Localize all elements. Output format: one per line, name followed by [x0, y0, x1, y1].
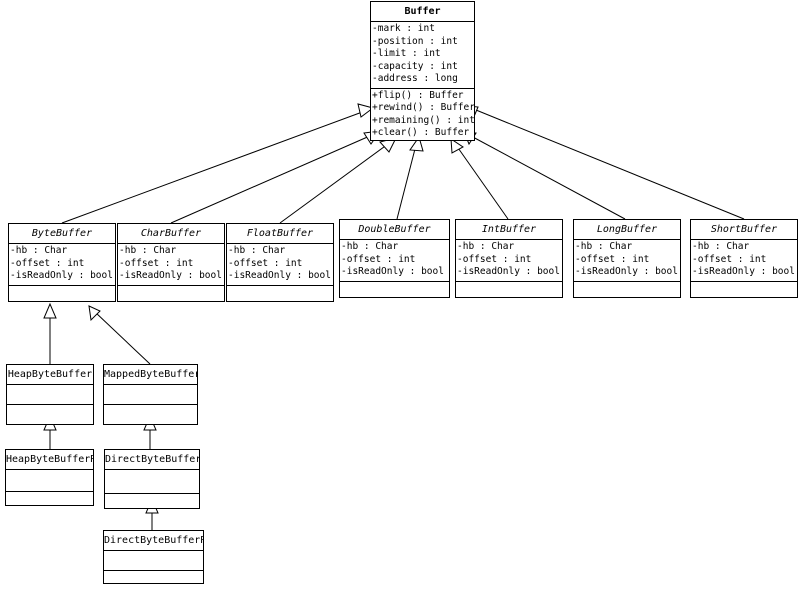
attribute: -capacity : int [372, 60, 458, 72]
class-mappedbytebuffer: MappedByteBuffer [103, 364, 198, 425]
class-intbuffer: IntBuffer -hb : Char -offset : int -isRe… [455, 219, 563, 298]
operation-compartment [118, 286, 224, 288]
attribute: -address : long [372, 73, 458, 84]
operation: +clear() : Buffer [372, 127, 470, 138]
edge-bytebuffer-buffer [61, 110, 366, 224]
attribute: -offset : int [341, 253, 416, 265]
attribute-compartment [104, 385, 197, 405]
attribute: -isReadOnly : bool [341, 266, 444, 277]
edge-longbuffer-buffer [470, 135, 626, 220]
class-bytebuffer: ByteBuffer -hb : Char -offset : int -isR… [8, 223, 116, 302]
operation: +rewind() : Buffer [372, 102, 474, 113]
operation: +flip() : Buffer [372, 89, 464, 101]
class-name: MappedByteBuffer [104, 365, 197, 385]
operation-compartment [574, 282, 680, 284]
attribute: -offset : int [119, 257, 194, 269]
attribute: -mark : int [372, 23, 435, 34]
edge-shortbuffer-buffer [475, 109, 745, 220]
class-name: LongBuffer [574, 220, 680, 240]
operation: +remaining() : int [372, 114, 474, 126]
class-shortbuffer: ShortBuffer -hb : Char -offset : int -is… [690, 219, 798, 298]
class-charbuffer: CharBuffer -hb : Char -offset : int -isR… [117, 223, 225, 302]
edge-doublebuffer-buffer [396, 144, 417, 220]
attribute: -position : int [372, 35, 458, 47]
class-directbytebuffer: DirectByteBuffer [104, 449, 200, 509]
operation-compartment [456, 282, 562, 284]
attribute: -hb : Char [228, 245, 286, 256]
operation-compartment [104, 571, 203, 589]
attribute-compartment [7, 385, 93, 405]
class-heapbytebufferr: HeapByteBufferR [5, 449, 94, 506]
attribute-compartment: -hb : Char -offset : int -isReadOnly : b… [691, 240, 797, 282]
class-name: ByteBuffer [9, 224, 115, 244]
attribute-compartment: -hb : Char -offset : int -isReadOnly : b… [574, 240, 680, 282]
attribute-compartment: -hb : Char -offset : int -isReadOnly : b… [118, 244, 224, 286]
edge-charbuffer-buffer [170, 134, 373, 224]
class-floatbuffer: FloatBuffer -hb : Char -offset : int -is… [226, 223, 334, 302]
attribute: -offset : int [575, 253, 650, 265]
operation-compartment: +flip() : Buffer +rewind() : Buffer +rem… [371, 89, 474, 141]
attribute: -isReadOnly : bool [692, 266, 795, 277]
attribute: -hb : Char [10, 245, 68, 256]
operation-compartment [340, 282, 449, 284]
attribute-compartment: -mark : int -position : int -limit : int… [371, 22, 474, 89]
class-name: DirectByteBuffer [105, 450, 199, 470]
attribute: -isReadOnly : bool [457, 266, 560, 277]
attribute: -hb : Char [119, 245, 177, 256]
attribute-compartment: -hb : Char -offset : int -isReadOnly : b… [227, 244, 333, 286]
attribute-compartment [105, 470, 199, 494]
class-name: IntBuffer [456, 220, 562, 240]
edge-floatbuffer-buffer [279, 143, 389, 224]
attribute: -offset : int [457, 253, 532, 265]
edge-mapped-bytebuffer [94, 311, 151, 365]
attribute: -hb : Char [575, 241, 633, 252]
attribute: -hb : Char [341, 241, 399, 252]
operation-compartment [7, 405, 93, 423]
class-buffer: Buffer -mark : int -position : int -limi… [370, 1, 475, 141]
operation-compartment [691, 282, 797, 284]
class-name: DoubleBuffer [340, 220, 449, 240]
arrowhead-bytebuffer [357, 103, 375, 118]
arrowhead-heap [43, 302, 57, 319]
operation-compartment [104, 405, 197, 423]
attribute: -offset : int [10, 257, 85, 269]
attribute: -isReadOnly : bool [10, 270, 113, 281]
class-name: CharBuffer [118, 224, 224, 244]
attribute: -hb : Char [457, 241, 515, 252]
class-name: Buffer [371, 2, 474, 22]
attribute-compartment [6, 470, 93, 492]
class-longbuffer: LongBuffer -hb : Char -offset : int -isR… [573, 219, 681, 298]
attribute-compartment: -hb : Char -offset : int -isReadOnly : b… [456, 240, 562, 282]
attribute: -isReadOnly : bool [228, 270, 331, 281]
class-name: HeapByteBuffer [7, 365, 93, 385]
attribute-compartment [104, 551, 203, 571]
attribute: -offset : int [692, 253, 767, 265]
class-directbytebufferr: DirectByteBufferR [103, 530, 204, 584]
attribute: -isReadOnly : bool [575, 266, 678, 277]
class-name: DirectByteBufferR [104, 531, 203, 551]
class-name: FloatBuffer [227, 224, 333, 244]
arrowhead-intbuffer [450, 138, 464, 154]
arrowhead-mapped [88, 305, 101, 322]
attribute-compartment: -hb : Char -offset : int -isReadOnly : b… [9, 244, 115, 286]
edge-intbuffer-buffer [455, 144, 509, 220]
operation-compartment [105, 494, 199, 512]
class-name: ShortBuffer [691, 220, 797, 240]
attribute-compartment: -hb : Char -offset : int -isReadOnly : b… [340, 240, 449, 282]
attribute: -limit : int [372, 48, 441, 59]
operation-compartment [9, 286, 115, 288]
class-name: HeapByteBufferR [6, 450, 93, 470]
attribute: -isReadOnly : bool [119, 270, 222, 281]
class-doublebuffer: DoubleBuffer -hb : Char -offset : int -i… [339, 219, 450, 298]
attribute: -hb : Char [692, 241, 750, 252]
operation-compartment [227, 286, 333, 288]
class-heapbytebuffer: HeapByteBuffer [6, 364, 94, 425]
attribute: -offset : int [228, 257, 303, 269]
operation-compartment [6, 492, 93, 510]
